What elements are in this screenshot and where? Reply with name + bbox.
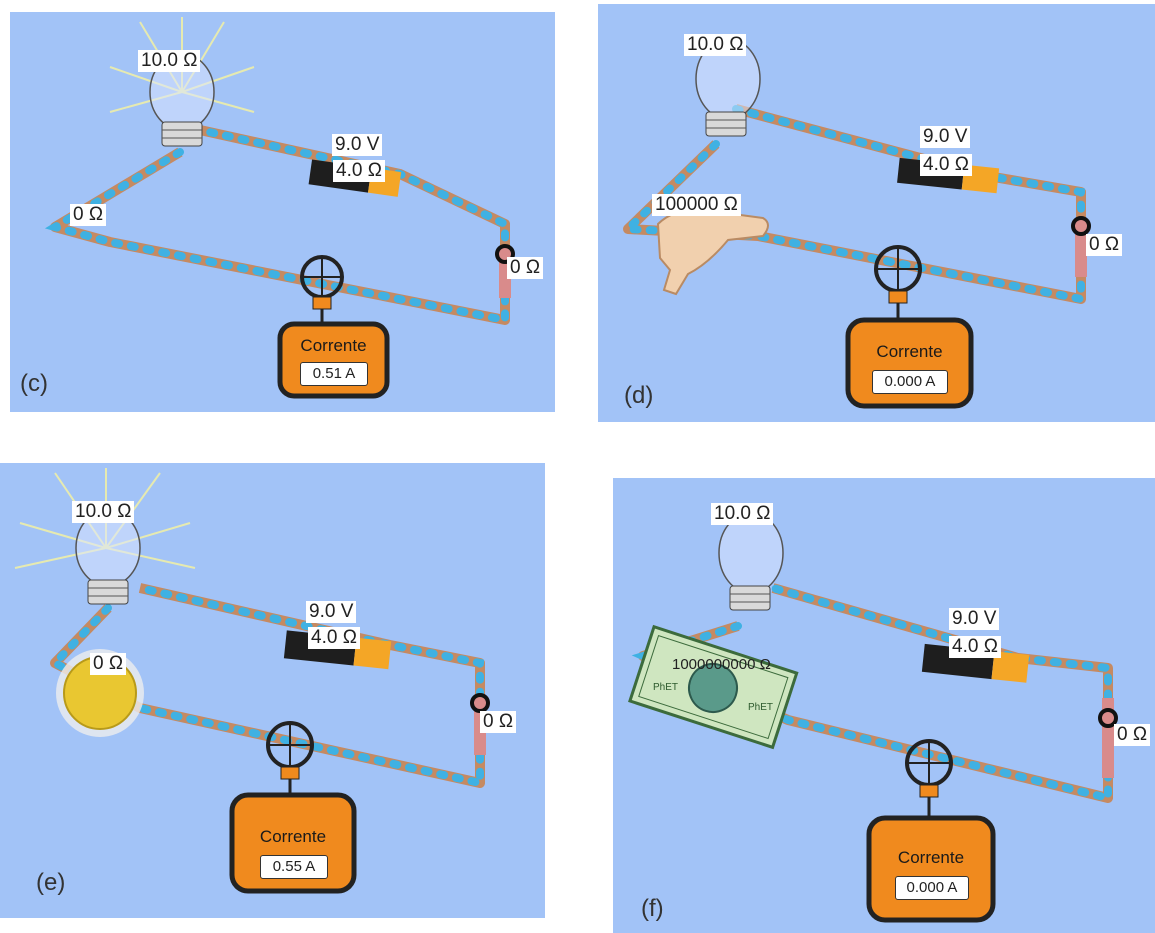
battery-voltage-label: 9.0 V <box>306 601 357 623</box>
switch-resistance-label: 0 Ω <box>1114 724 1151 746</box>
ammeter-value: 0.51 A <box>300 362 368 386</box>
extra-resistance-label: 0 Ω <box>90 653 127 675</box>
extra-resistance-label: 0 Ω <box>70 204 107 226</box>
ammeter-readout: Corrente 0.55 A <box>232 795 354 891</box>
bulb-resistance-label: 10.0 Ω <box>138 50 201 72</box>
panel-tag: (c) <box>20 370 48 397</box>
bill-text-right: PhET <box>748 702 773 713</box>
panel-tag: (e) <box>36 869 66 896</box>
switch-resistance-label: 0 Ω <box>480 711 517 733</box>
panel-tag: (d) <box>624 382 654 409</box>
panel-f: PhET PhET 10.0 Ω 9.0 V 4.0 Ω 1000000000 … <box>613 478 1155 933</box>
ammeter-readout: Corrente 0.000 A <box>869 818 993 920</box>
ammeter-title: Corrente <box>259 827 327 846</box>
battery-voltage-label: 9.0 V <box>920 126 971 148</box>
dollar-bill-icon[interactable] <box>628 624 799 750</box>
panel-d: 10.0 Ω 9.0 V 4.0 Ω 100000 Ω 0 Ω Corrente… <box>598 4 1155 422</box>
ammeter-title: Corrente <box>300 336 367 355</box>
ammeter-value: 0.55 A <box>260 855 328 879</box>
extra-resistance-label: 1000000000 Ω <box>672 656 771 673</box>
bulb-c[interactable] <box>149 53 215 147</box>
extra-resistance-label: 100000 Ω <box>652 194 741 216</box>
ammeter-probe-f[interactable] <box>905 739 953 818</box>
switch-resistance-label: 0 Ω <box>1086 234 1123 256</box>
ammeter-readout: Corrente 0.51 A <box>280 324 387 396</box>
bulb-f[interactable] <box>718 512 784 611</box>
battery-f[interactable] <box>921 643 1030 683</box>
ammeter-value: 0.000 A <box>872 370 948 394</box>
ammeter-probe-c[interactable] <box>300 255 344 327</box>
bill-text-left: PhET <box>653 682 678 693</box>
battery-resistance-label: 4.0 Ω <box>949 636 1001 658</box>
hand-icon[interactable] <box>656 208 769 296</box>
battery-resistance-label: 4.0 Ω <box>920 154 972 176</box>
switch-d[interactable] <box>1071 216 1091 277</box>
bulb-resistance-label: 10.0 Ω <box>711 503 774 525</box>
panel-c: 10.0 Ω 9.0 V 4.0 Ω 0 Ω 0 Ω Corrente 0.51… <box>10 12 555 412</box>
ammeter-title: Corrente <box>876 342 943 361</box>
bulb-e[interactable] <box>75 509 141 605</box>
circuit-f: PhET PhET <box>628 512 1118 923</box>
panel-tag: (f) <box>641 895 664 922</box>
bulb-resistance-label: 10.0 Ω <box>684 34 747 56</box>
battery-voltage-label: 9.0 V <box>332 134 383 156</box>
battery-resistance-label: 4.0 Ω <box>308 627 360 649</box>
battery-voltage-label: 9.0 V <box>949 608 1000 630</box>
bulb-resistance-label: 10.0 Ω <box>72 501 135 523</box>
ammeter-probe-d[interactable] <box>874 245 922 320</box>
panel-e: 10.0 Ω 9.0 V 4.0 Ω 0 Ω 0 Ω Corrente 0.55… <box>0 463 545 918</box>
switch-f[interactable] <box>1098 698 1118 778</box>
ammeter-probe-e[interactable] <box>266 721 314 795</box>
ammeter-readout: Corrente 0.000 A <box>848 320 971 406</box>
ammeter-title: Corrente <box>897 848 965 867</box>
ammeter-value: 0.000 A <box>895 876 969 900</box>
circuit-e <box>14 468 490 894</box>
wire-c <box>50 125 510 325</box>
battery-resistance-label: 4.0 Ω <box>333 160 385 182</box>
switch-resistance-label: 0 Ω <box>507 257 544 279</box>
